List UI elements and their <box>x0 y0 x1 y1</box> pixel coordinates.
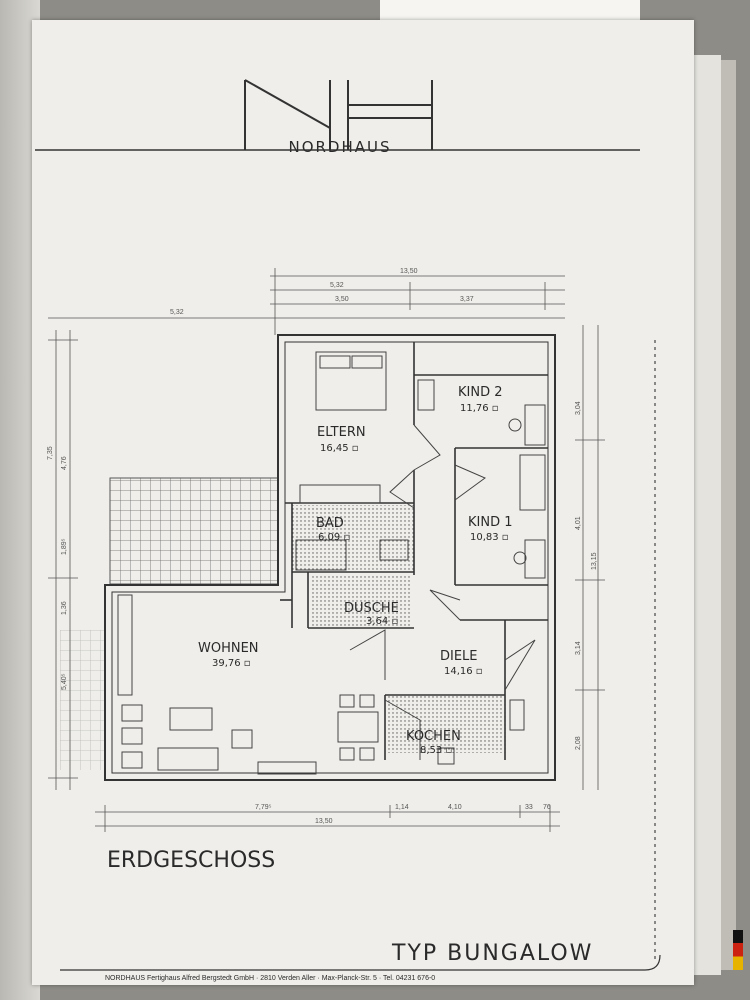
bath-tiles <box>292 505 414 570</box>
dim-left-2: 1,89⁵ <box>61 538 68 555</box>
exterior-walls <box>104 334 556 781</box>
bed-kind1 <box>519 454 546 511</box>
dim-right-2: 4,01 <box>575 516 582 530</box>
dimension-lines-top <box>48 268 565 335</box>
dim-top-1: 3,50 <box>335 296 349 303</box>
dimension-lines-right <box>575 325 605 790</box>
kitchen-tiles <box>388 695 506 753</box>
logo-text: NORDHAUS <box>288 138 391 156</box>
room-diele: DIELE <box>440 649 478 664</box>
dim-bottom-6: 13,50 <box>315 818 333 825</box>
room-eltern: ELTERN <box>317 425 366 440</box>
page-stack <box>690 55 721 975</box>
dim-bottom-4: 33 <box>525 804 533 811</box>
dim-bottom-1: 7,79⁵ <box>255 804 272 811</box>
doors <box>349 424 536 760</box>
room-kochen: KOCHEN <box>406 729 461 744</box>
area-dusche: 3,64 ▫ <box>366 616 398 627</box>
dim-bottom-5: 76 <box>543 804 551 811</box>
coffee-table <box>169 707 213 731</box>
footer-address: NORDHAUS Fertighaus Alfred Bergstedt Gmb… <box>105 975 435 982</box>
shower-tiles <box>310 575 410 627</box>
floor-label: ERDGESCHOSS <box>107 848 275 873</box>
nordhaus-logo <box>244 79 433 150</box>
area-bad: 6,09 ▫ <box>318 532 350 543</box>
double-bed <box>315 351 387 411</box>
room-bad: BAD <box>316 516 344 531</box>
dim-top-4: 5,32 <box>330 282 344 289</box>
area-kochen: 8,53 ▫ <box>420 745 452 756</box>
dim-top-total: 13,50 <box>400 268 418 275</box>
room-dusche: DUSCHE <box>344 601 399 616</box>
room-labels: ELTERN 16,45 ▫ KIND 2 11,76 ▫ KIND 1 10,… <box>198 385 513 756</box>
area-kind1: 10,83 ▫ <box>470 532 509 543</box>
area-wohnen: 39,76 ▫ <box>212 658 251 669</box>
dim-left-5: 7,35 <box>47 446 54 460</box>
dim-left-3: 1,36 <box>61 601 68 615</box>
flag-icon <box>733 930 743 970</box>
type-label: TYP BUNGALOW <box>391 941 593 966</box>
entrance-steps <box>60 630 105 770</box>
footer-rule <box>60 954 661 971</box>
dim-right-1: 3,04 <box>575 401 582 415</box>
furniture <box>117 351 546 775</box>
area-kind2: 11,76 ▫ <box>460 403 499 414</box>
room-kind1: KIND 1 <box>468 515 513 530</box>
area-eltern: 16,45 ▫ <box>320 443 359 454</box>
paper-strip <box>380 0 640 22</box>
sideboard <box>117 594 133 696</box>
sofa <box>157 747 219 771</box>
interior-walls <box>280 342 548 760</box>
dim-left-1: 4,76 <box>61 456 68 470</box>
dim-right-5: 2,08 <box>575 736 582 750</box>
dim-bottom-2: 1,14 <box>395 804 409 811</box>
terrace <box>109 477 279 585</box>
bathtub <box>295 539 347 571</box>
dim-bottom-3: 4,10 <box>448 804 462 811</box>
dim-right-4: 3,14 <box>575 641 582 655</box>
area-diele: 14,16 ▫ <box>444 666 483 677</box>
dim-right-3: 13,15 <box>591 552 598 570</box>
dim-top-3: 5,32 <box>170 309 184 316</box>
wardrobe <box>299 484 381 504</box>
dimension-lines-bottom <box>95 805 560 832</box>
dining-table <box>337 711 379 743</box>
dim-top-2: 3,37 <box>460 296 474 303</box>
room-wohnen: WOHNEN <box>198 641 259 656</box>
page-stack-edge <box>716 60 736 970</box>
room-kind2: KIND 2 <box>458 385 503 400</box>
